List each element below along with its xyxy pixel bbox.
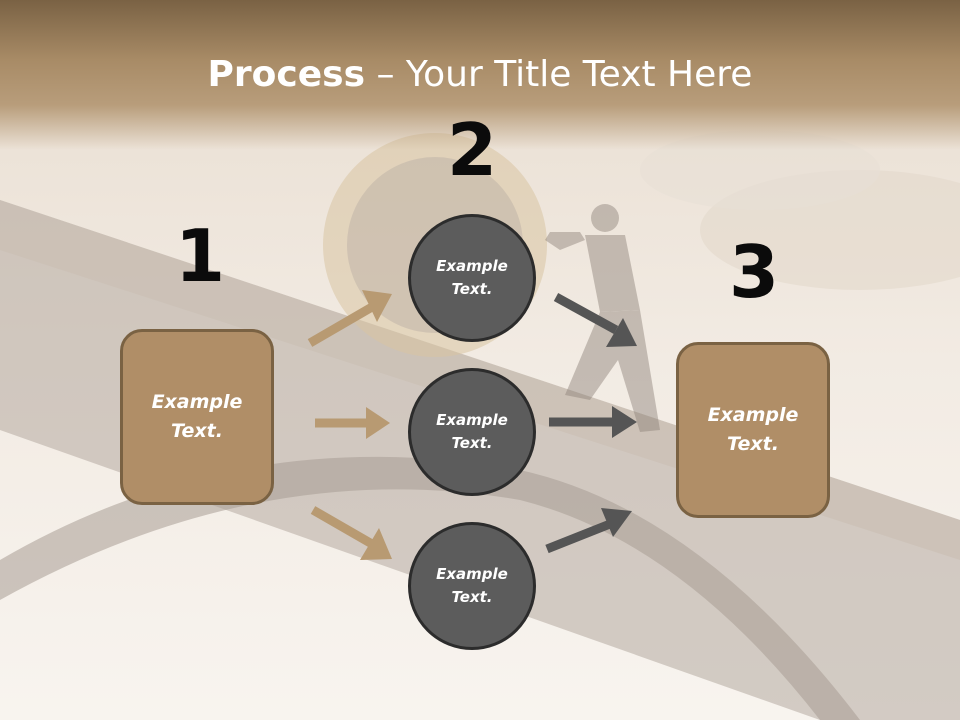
step-2-circle-middle: Example Text. [408, 368, 536, 496]
step-number-1: 1 [174, 214, 226, 298]
step-1-box: Example Text. [120, 329, 274, 505]
arrow-1-to-middle [315, 407, 390, 439]
arrow-1-to-top [307, 290, 392, 347]
arrow-middle-to-3 [549, 406, 637, 438]
title-bold: Process [207, 54, 366, 95]
step-number-3: 3 [728, 230, 780, 314]
step-number-2: 2 [446, 108, 498, 192]
title-bar [0, 0, 960, 150]
step-3-box: Example Text. [676, 342, 830, 518]
step-2-circle-top: Example Text. [408, 214, 536, 342]
step-3-text: Example Text. [707, 404, 799, 455]
step-1-text: Example Text. [151, 391, 243, 442]
circle-top-text: Example Text. [436, 257, 508, 298]
circle-middle-text: Example Text. [436, 411, 508, 452]
arrow-1-to-bottom [310, 506, 392, 560]
step-2-circle-bottom: Example Text. [408, 522, 536, 650]
arrow-bottom-to-3 [545, 508, 632, 554]
circle-bottom-text: Example Text. [436, 565, 508, 606]
slide-title: Process – Your Title Text Here [0, 52, 960, 98]
title-rest: – Your Title Text Here [365, 54, 753, 95]
arrow-top-to-3 [553, 293, 637, 347]
